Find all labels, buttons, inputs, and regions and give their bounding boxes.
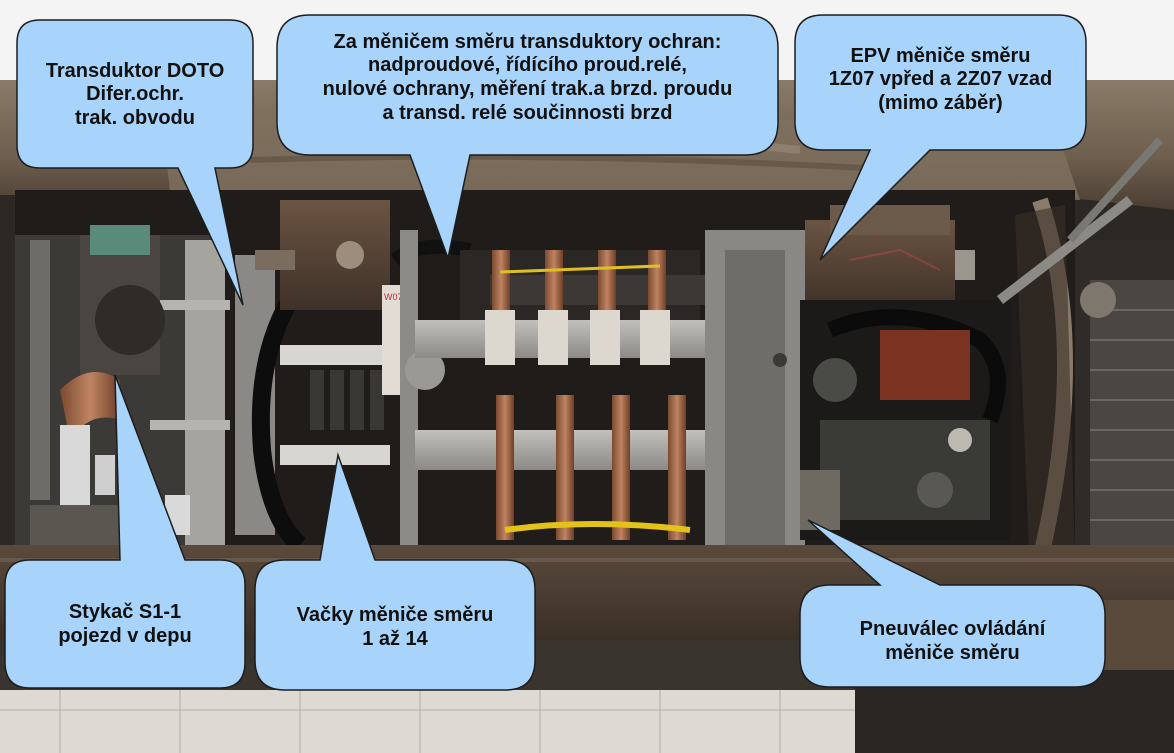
callout-line: Pneuválec ovládání xyxy=(859,618,1046,641)
callout-line: 1 až 14 xyxy=(362,628,428,650)
callout-bubble-transduktory-ochran xyxy=(276,14,779,261)
callout-line: Difer.ochr. xyxy=(86,83,184,106)
callout-line: Transduktor DOTO xyxy=(45,59,225,82)
callout-transduktor-doto: Transduktor DOTO Difer.ochr. trak. obvod… xyxy=(17,45,253,145)
callout-bubble-stykac xyxy=(4,374,246,689)
callout-bubble-epv xyxy=(794,14,1087,261)
callout-line: nulové ochrany, měření trak.a brzd. prou… xyxy=(322,78,733,100)
callout-bubble-transduktor-doto xyxy=(16,19,254,306)
callout-line: pojezd v depu xyxy=(58,625,192,647)
callout-line: Stykač S1-1 xyxy=(68,601,182,624)
callout-pneuvalec: Pneuválec ovládání měniče směru xyxy=(800,597,1105,687)
callout-bubble-vacky xyxy=(254,452,536,691)
callout-line: měniče směru xyxy=(885,642,1020,664)
callout-line: Vačky měniče směru xyxy=(296,604,494,627)
callout-transduktory-ochran: Za měničem směru transduktory ochran: na… xyxy=(277,22,778,134)
callout-line: 1Z07 vpřed a 2Z07 vzad xyxy=(828,68,1053,91)
callout-line: (mimo záběr) xyxy=(878,91,1003,114)
callout-line: Za měničem směru transduktory ochran: xyxy=(333,30,722,53)
callout-bubble-pneuvalec xyxy=(799,519,1106,688)
callout-vacky: Vačky měniče směru 1 až 14 xyxy=(255,578,535,678)
callout-line: EPV měniče směru xyxy=(850,44,1031,67)
callout-stykac: Stykač S1-1 pojezd v depu xyxy=(5,575,245,675)
equipment-tag: W07 xyxy=(384,292,403,302)
callout-line: nadproudové, řídícího proud.relé, xyxy=(368,54,687,77)
callout-epv: EPV měniče směru 1Z07 vpřed a 2Z07 vzad … xyxy=(795,30,1086,130)
callout-line: trak. obvodu xyxy=(74,106,195,129)
callout-line: a transd. relé součinnosti brzd xyxy=(382,101,673,124)
